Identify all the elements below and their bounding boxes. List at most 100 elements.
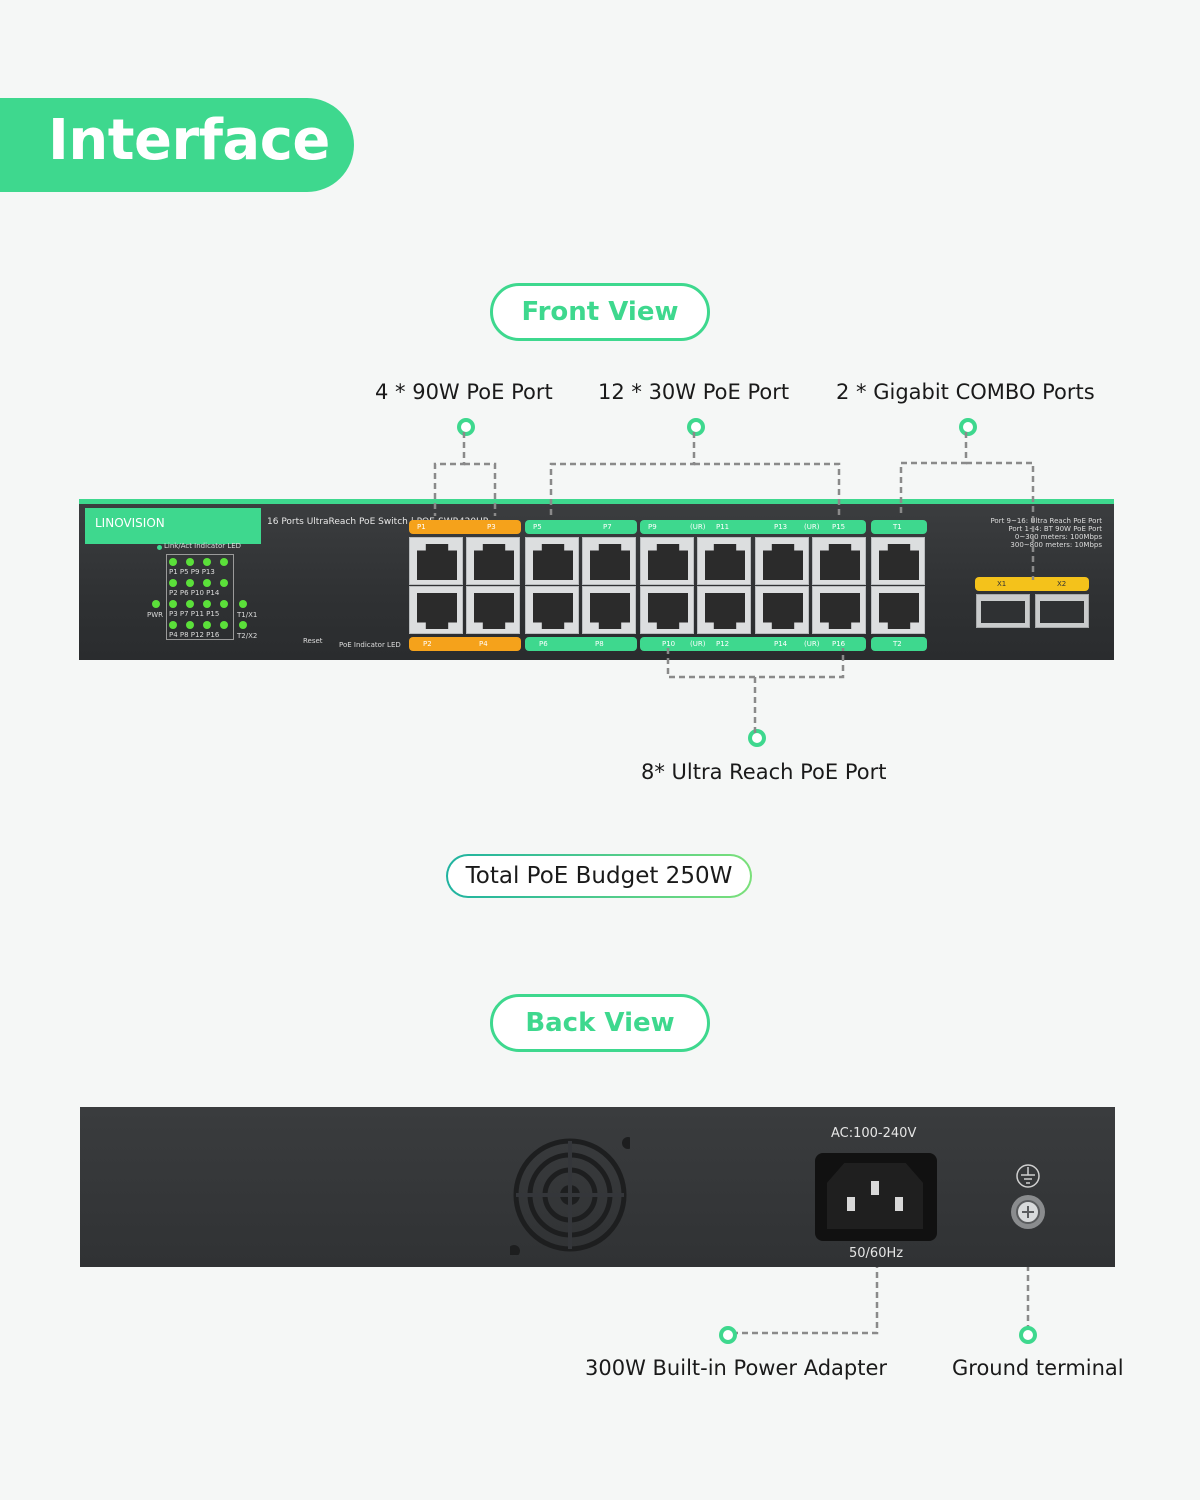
port-label-p14: P14 [774, 640, 788, 648]
led-icon [186, 558, 194, 566]
port-label-p3: P3 [487, 523, 496, 531]
label-bar-p9-p15: P9 (UR) P11 P13 (UR) P15 [640, 520, 866, 534]
poe-budget-pill: Total PoE Budget 250W [446, 854, 752, 898]
rj45-port-p13[interactable] [755, 537, 809, 585]
rj45-port-p14[interactable] [755, 586, 809, 634]
led-icon [169, 621, 177, 629]
front-view-pill: Front View [490, 283, 710, 341]
led-row-label: P2 P6 P10 P14 [169, 589, 220, 597]
ac-frequency-label: 50/60Hz [849, 1246, 904, 1261]
rj45-port-t1[interactable] [871, 537, 925, 585]
callout-dot-poe90 [457, 418, 475, 436]
port-label-p5: P5 [533, 523, 542, 531]
sfp-label-x1: X1 [997, 580, 1007, 588]
port-label-p16: P16 [832, 640, 846, 648]
led-icon [186, 621, 194, 629]
t2x2-led-icon [239, 621, 247, 629]
poe-budget-label: Total PoE Budget 250W [448, 856, 750, 896]
rj45-port-p5[interactable] [525, 537, 579, 585]
poe-led-label: PoE Indicator LED [339, 641, 401, 649]
iec-socket-icon [827, 1163, 923, 1229]
led-icon [220, 621, 228, 629]
t2x2-label: T2/X2 [237, 632, 258, 640]
callout-dot-ultra [748, 729, 766, 747]
led-icon [220, 579, 228, 587]
led-title-dot-icon [157, 545, 162, 550]
sfp-label-x2: X2 [1057, 580, 1067, 588]
port-notes: Port 9~16: Ultra Reach PoE Port Port 1~4… [990, 517, 1102, 549]
led-row-label: P1 P5 P9 P13 [169, 568, 215, 576]
label-bar-p10-p16: P10 (UR) P12 P14 (UR) P16 [640, 637, 866, 651]
port-label-p15: P15 [832, 523, 846, 531]
ur-label: (UR) [690, 640, 706, 648]
rj45-port-p1[interactable] [409, 537, 463, 585]
label-bar-sfp: X1 X2 [975, 577, 1089, 591]
led-icon [203, 579, 211, 587]
note-line: Port 9~16: Ultra Reach PoE Port [990, 517, 1102, 525]
callout-dot-ground [1019, 1326, 1037, 1344]
label-bar-t1: T1 [871, 520, 927, 534]
rj45-port-p12[interactable] [697, 586, 751, 634]
power-socket[interactable] [815, 1153, 937, 1241]
rj45-port-p9[interactable] [640, 537, 694, 585]
callout-power-adapter: 300W Built-in Power Adapter [585, 1356, 888, 1380]
sfp-slot-x2[interactable] [1035, 594, 1089, 628]
port-label-p4: P4 [479, 640, 488, 648]
rj45-port-p7[interactable] [582, 537, 636, 585]
rj45-port-p8[interactable] [582, 586, 636, 634]
pwr-led-icon [152, 600, 160, 608]
rj45-port-p3[interactable] [466, 537, 520, 585]
callout-poe30: 12 * 30W PoE Port [598, 380, 790, 404]
label-bar-t2: T2 [871, 637, 927, 651]
ur-label: (UR) [804, 640, 820, 648]
model-label: 16 Ports UltraReach PoE Switch | POE-SWR… [267, 517, 489, 527]
port-label-p11: P11 [716, 523, 730, 531]
ur-label: (UR) [690, 523, 706, 531]
label-bar-p2-p4: P2 P4 [409, 637, 521, 651]
led-icon [169, 579, 177, 587]
led-grid-frame [166, 554, 234, 640]
port-label-p13: P13 [774, 523, 788, 531]
rj45-port-p10[interactable] [640, 586, 694, 634]
section-title: Interface [48, 108, 330, 173]
sfp-slot-x1[interactable] [976, 594, 1030, 628]
led-icon [169, 558, 177, 566]
port-label-p6: P6 [539, 640, 548, 648]
callout-ground-terminal: Ground terminal [952, 1356, 1124, 1380]
note-line: 300~800 meters: 10Mbps [1010, 541, 1102, 549]
led-icon [203, 558, 211, 566]
rj45-port-t2[interactable] [871, 586, 925, 634]
pwr-label: PWR [147, 611, 164, 619]
rj45-port-p6[interactable] [525, 586, 579, 634]
t1x1-led-icon [239, 600, 247, 608]
t1x1-label: T1/X1 [237, 611, 258, 619]
rj45-port-p4[interactable] [466, 586, 520, 634]
front-view-title: Front View [521, 297, 679, 327]
note-line: 0~300 meters: 100Mbps [1014, 533, 1102, 541]
back-view-pill: Back View [490, 994, 710, 1052]
port-label-p8: P8 [595, 640, 604, 648]
rj45-port-p2[interactable] [409, 586, 463, 634]
note-line: Port 1~4: BT 90W PoE Port [1008, 525, 1102, 533]
led-icon [220, 558, 228, 566]
ground-screw-icon[interactable] [1009, 1193, 1047, 1231]
led-row-label: P4 P8 P12 P16 [169, 631, 220, 639]
fan-grille-icon [510, 1137, 630, 1255]
label-bar-p6-p8: P6 P8 [525, 637, 637, 651]
led-icon [203, 600, 211, 608]
port-label-p7: P7 [603, 523, 612, 531]
rj45-port-p11[interactable] [697, 537, 751, 585]
port-label-t2: T2 [893, 640, 902, 648]
port-label-t1: T1 [893, 523, 902, 531]
reset-label: Reset [303, 637, 323, 645]
led-icon [203, 621, 211, 629]
rj45-port-p16[interactable] [812, 586, 866, 634]
callout-dot-poe30 [687, 418, 705, 436]
rj45-port-p15[interactable] [812, 537, 866, 585]
callout-poe90: 4 * 90W PoE Port [375, 380, 553, 404]
led-icon [186, 579, 194, 587]
label-bar-p1-p3: P1 P3 [409, 520, 521, 534]
port-label-p12: P12 [716, 640, 730, 648]
callout-dot-power [719, 1326, 737, 1344]
port-label-p2: P2 [423, 640, 432, 648]
